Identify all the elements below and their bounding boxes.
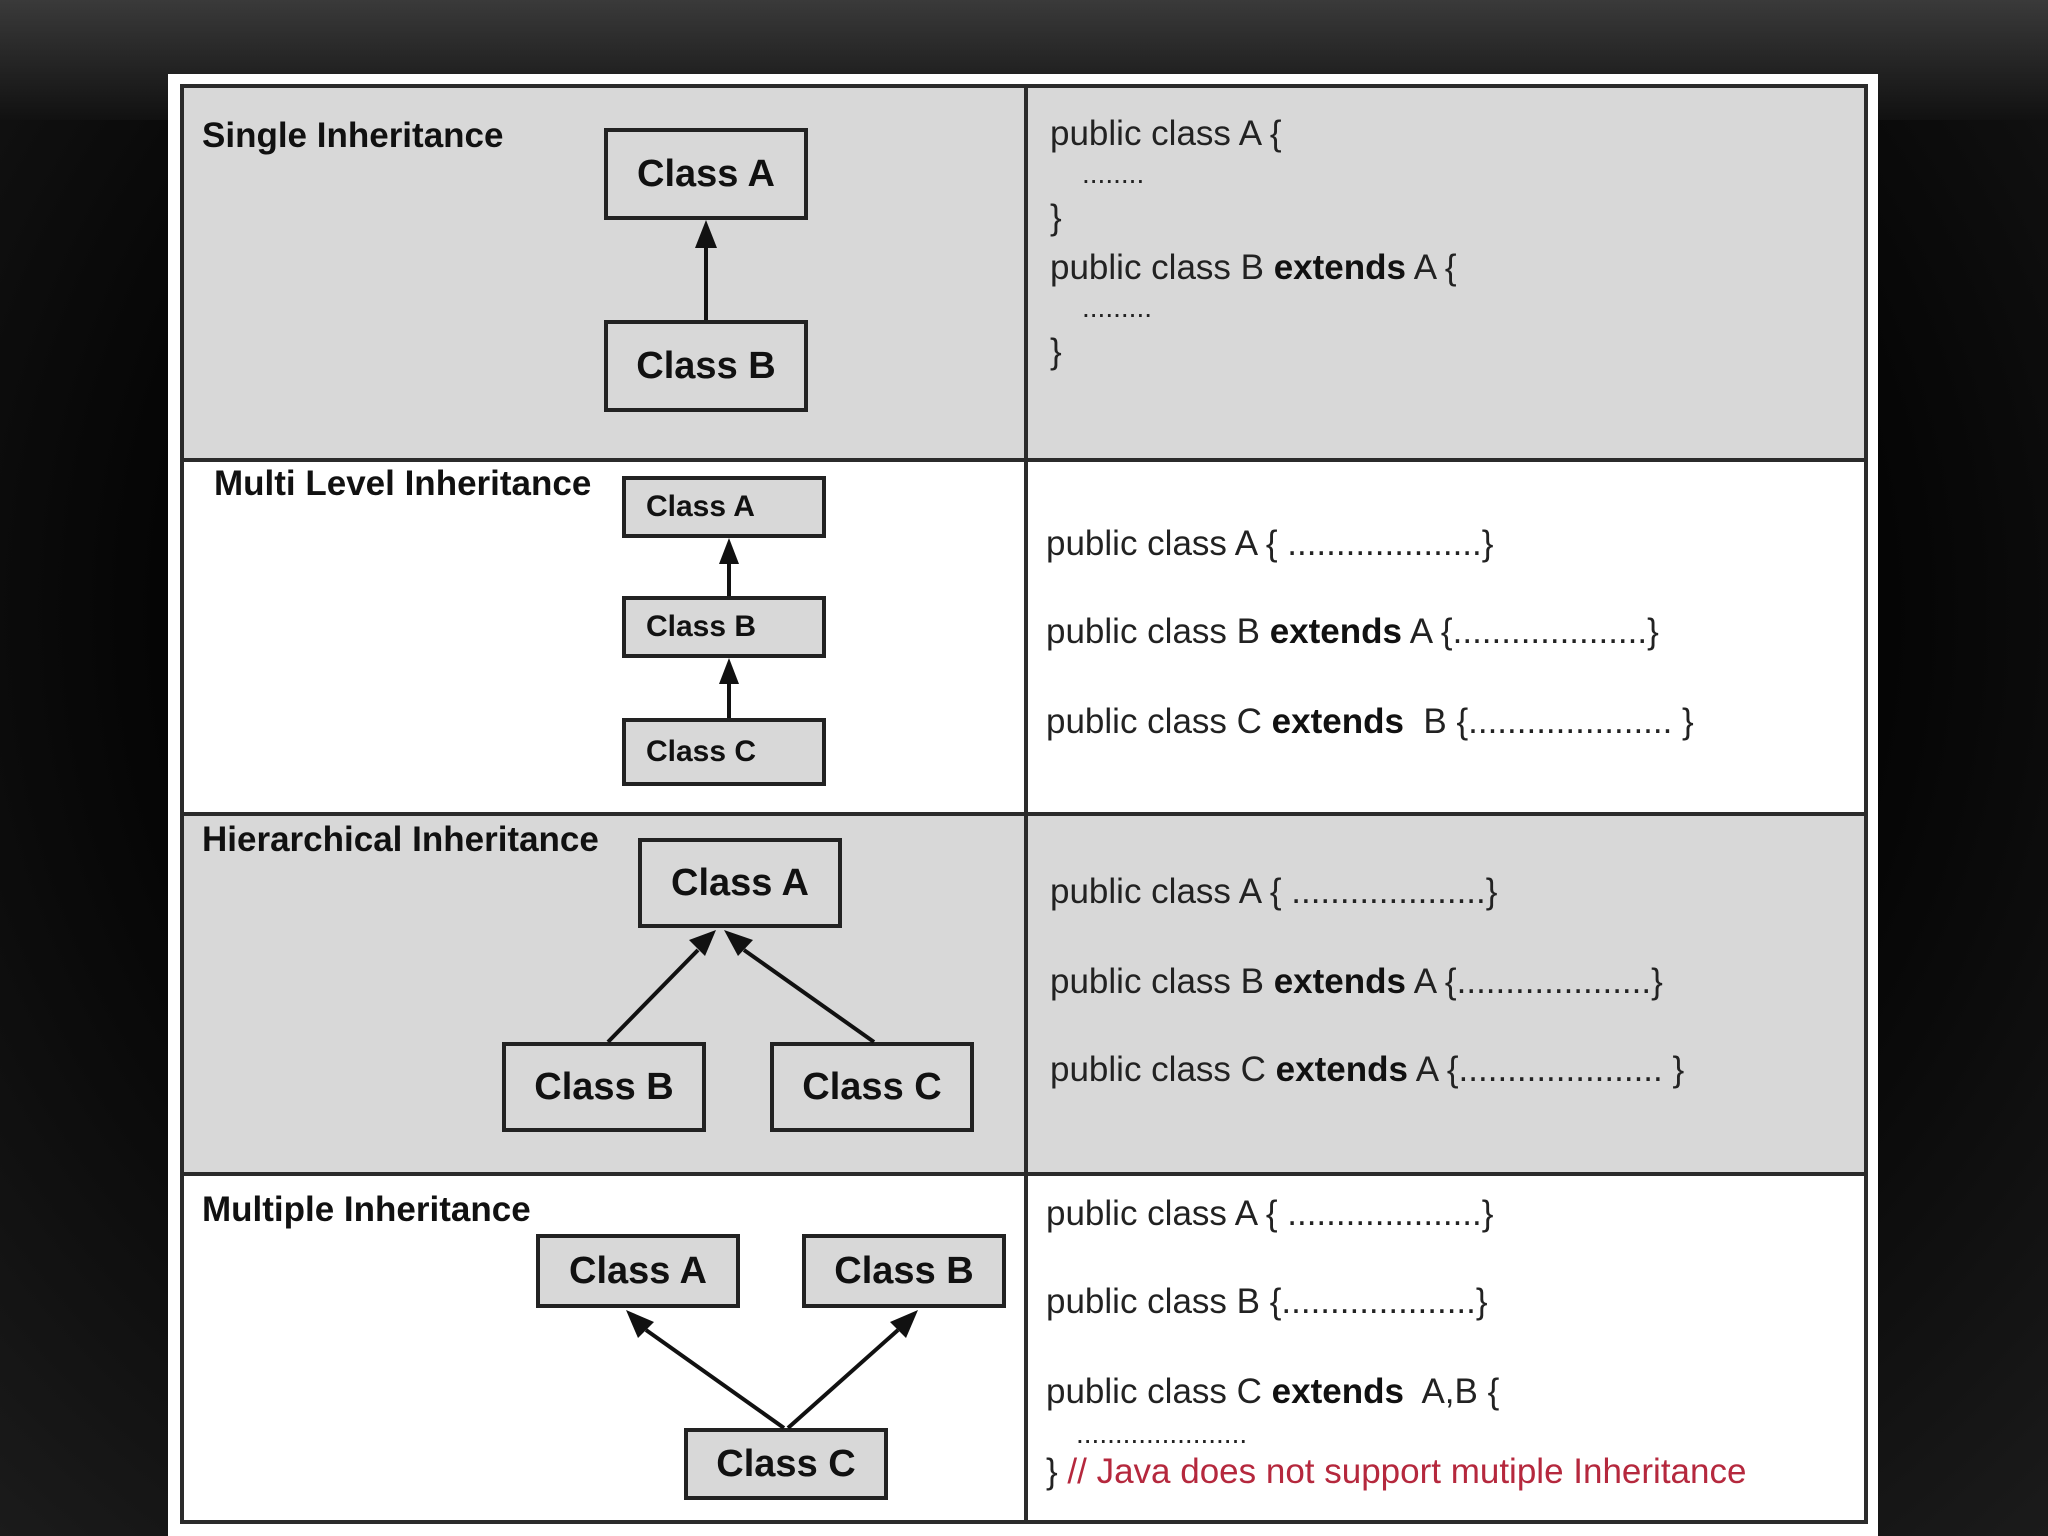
code-line: public class C extends A,B { bbox=[1046, 1372, 1499, 1412]
arrow-line bbox=[786, 1328, 900, 1430]
arrow-head bbox=[626, 1310, 654, 1338]
extends-keyword: extends bbox=[1273, 962, 1406, 1001]
class-a-box: Class A bbox=[638, 838, 842, 928]
code-text: A {....................} bbox=[1402, 612, 1659, 651]
section-title: Hierarchical Inheritance bbox=[202, 820, 599, 859]
column-divider bbox=[1024, 462, 1028, 812]
column-divider bbox=[1024, 1176, 1028, 1520]
section-title: Multi Level Inheritance bbox=[214, 464, 592, 503]
code-text: public class C bbox=[1046, 702, 1272, 741]
code-line: public class B extends A {..............… bbox=[1046, 612, 1659, 652]
class-c-box: Class C bbox=[684, 1428, 888, 1500]
code-line: public class A { ....................} bbox=[1046, 524, 1494, 563]
code-line: public class B extends A {..............… bbox=[1050, 962, 1663, 1002]
arrow-head bbox=[695, 220, 717, 248]
code-text: public class C bbox=[1046, 1372, 1272, 1411]
inheritance-arrows bbox=[626, 1310, 918, 1430]
column-divider bbox=[1024, 88, 1028, 458]
code-text: public class B bbox=[1050, 248, 1274, 287]
class-a-box: Class A bbox=[604, 128, 808, 220]
code-text: public class B bbox=[1050, 962, 1274, 1001]
arrow-head bbox=[890, 1310, 918, 1338]
code-line: ......... bbox=[1082, 292, 1153, 323]
code-line: } bbox=[1050, 332, 1062, 371]
code-text: } bbox=[1046, 1452, 1068, 1491]
code-line: ........ bbox=[1082, 158, 1145, 189]
code-text: A {..................... } bbox=[1407, 1050, 1685, 1089]
arrow-head bbox=[724, 930, 753, 956]
class-c-box: Class C bbox=[622, 718, 826, 786]
class-a-box: Class A bbox=[536, 1234, 740, 1308]
row-hierarchical-inheritance: Hierarchical Inheritance Class A Class B… bbox=[184, 816, 1864, 1176]
arrow-line bbox=[742, 948, 876, 1044]
code-text: A {....................} bbox=[1406, 962, 1663, 1001]
extends-keyword: extends bbox=[1273, 248, 1406, 287]
class-c-box: Class C bbox=[770, 1042, 974, 1132]
code-line: public class C extends B {..............… bbox=[1046, 702, 1694, 742]
extends-keyword: extends bbox=[1271, 1372, 1404, 1411]
code-line: public class A { ....................} bbox=[1046, 1194, 1494, 1233]
inheritance-table: Single Inheritance Class A Class B publi… bbox=[180, 84, 1868, 1524]
extends-keyword: extends bbox=[1275, 1050, 1408, 1089]
row-single-inheritance: Single Inheritance Class A Class B publi… bbox=[184, 88, 1864, 462]
arrow-head bbox=[719, 538, 739, 564]
class-b-box: Class B bbox=[622, 596, 826, 658]
inheritance-arrows bbox=[719, 538, 739, 718]
row-multilevel-inheritance: Multi Level Inheritance Class A Class B … bbox=[184, 462, 1864, 816]
code-text: public class B bbox=[1046, 612, 1270, 651]
extends-keyword: extends bbox=[1269, 612, 1402, 651]
row-multiple-inheritance: Multiple Inheritance Class A Class B Cla… bbox=[184, 1176, 1864, 1520]
inheritance-arrows bbox=[695, 220, 717, 320]
code-text: B {..................... } bbox=[1403, 702, 1694, 741]
inheritance-arrows bbox=[606, 930, 876, 1044]
code-text: A { bbox=[1406, 248, 1457, 287]
code-text: A,B { bbox=[1403, 1372, 1500, 1411]
class-b-box: Class B bbox=[802, 1234, 1006, 1308]
class-b-box: Class B bbox=[502, 1042, 706, 1132]
column-divider bbox=[1024, 816, 1028, 1172]
code-line: } // Java does not support mutiple Inher… bbox=[1046, 1452, 1746, 1492]
code-line: public class C extends A {..............… bbox=[1050, 1050, 1684, 1090]
code-line: ...................... bbox=[1076, 1418, 1248, 1449]
code-line: public class A { bbox=[1050, 114, 1282, 153]
section-title: Single Inheritance bbox=[202, 116, 504, 155]
code-line: } bbox=[1050, 198, 1062, 237]
extends-keyword: extends bbox=[1271, 702, 1404, 741]
code-text: public class C bbox=[1050, 1050, 1276, 1089]
code-line: public class B extends A { bbox=[1050, 248, 1457, 288]
arrow-head bbox=[689, 930, 716, 956]
class-b-box: Class B bbox=[604, 320, 808, 412]
section-title: Multiple Inheritance bbox=[202, 1190, 531, 1229]
code-line: public class B {....................} bbox=[1046, 1282, 1488, 1321]
arrow-line bbox=[644, 1328, 786, 1430]
arrow-head bbox=[719, 658, 739, 684]
arrow-line bbox=[606, 948, 700, 1044]
code-line: public class A { ....................} bbox=[1050, 872, 1498, 911]
class-a-box: Class A bbox=[622, 476, 826, 538]
comment-note: // Java does not support mutiple Inherit… bbox=[1067, 1452, 1747, 1491]
